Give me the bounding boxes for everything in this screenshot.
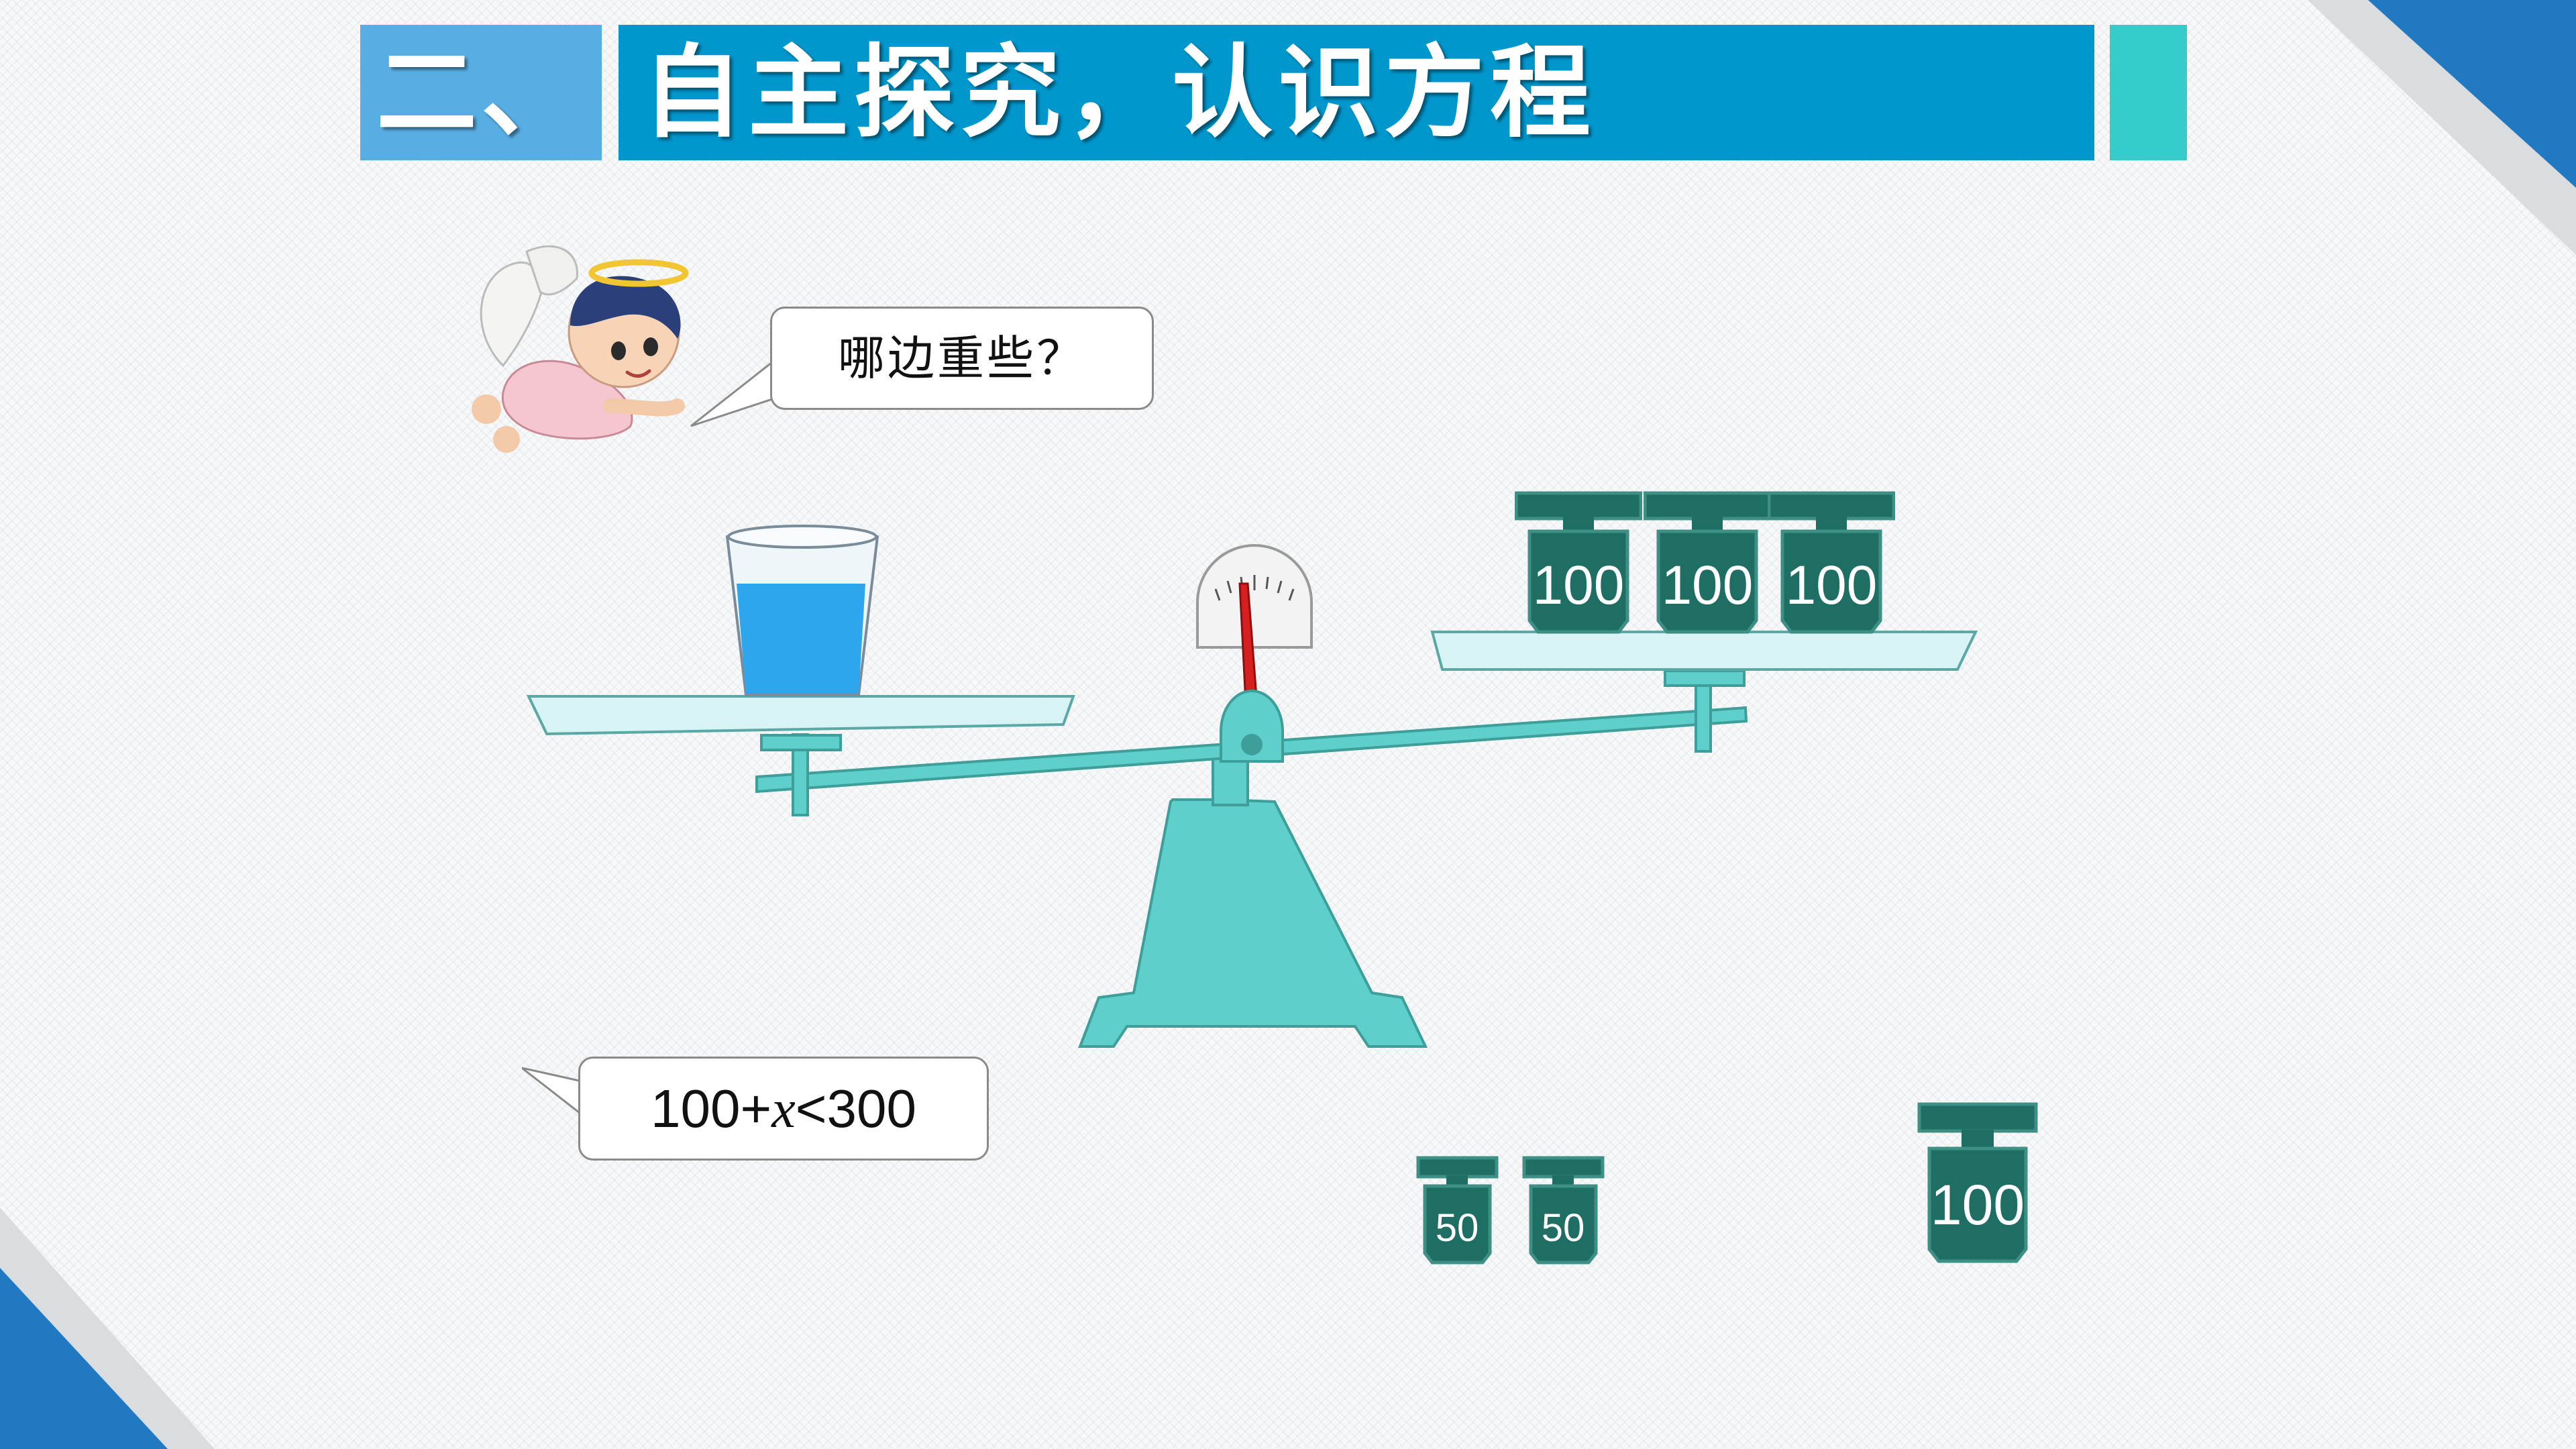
left-pan [526,695,1075,736]
weight-label: 50 [1542,1206,1585,1250]
weight-icon: 100 [1917,1102,2038,1263]
section-number: 二、 [360,25,602,160]
weight-label: 100 [1931,1173,2025,1236]
weight-icon: 100 [1768,491,1895,634]
angel-child-icon [472,245,689,453]
weight-label: 100 [1786,555,1878,616]
scale-dial [1196,544,1313,649]
equation-right: <300 [795,1079,916,1138]
weight-label: 100 [1533,555,1625,616]
question-text: 哪边重些？ [838,331,1086,386]
weight-icon: 50 [1522,1156,1605,1265]
weight-icon: 50 [1416,1156,1499,1265]
speech-bubble-equation: 100+x<300 [578,1057,989,1161]
balance-scale-icon [526,525,1978,1048]
title-accent-block [2110,25,2187,160]
water-cup-icon [725,525,879,696]
speech-bubble-tail [690,362,782,427]
weight-icon: 100 [1515,491,1642,634]
corner-decoration-top-right [2308,0,2576,255]
weight-icon: 100 [1644,491,1771,634]
speech-bubble-question: 哪边重些？ [770,307,1154,410]
right-pan [1430,631,1978,671]
weight-label: 100 [1662,555,1754,616]
equation-variable: x [771,1080,796,1139]
page-title: 自主探究，认识方程 [619,25,2094,160]
scale-base [1078,798,1428,1048]
equation-left: 100+ [651,1079,772,1138]
weight-label: 50 [1436,1206,1479,1250]
corner-decoration-bottom-left [0,1208,215,1449]
